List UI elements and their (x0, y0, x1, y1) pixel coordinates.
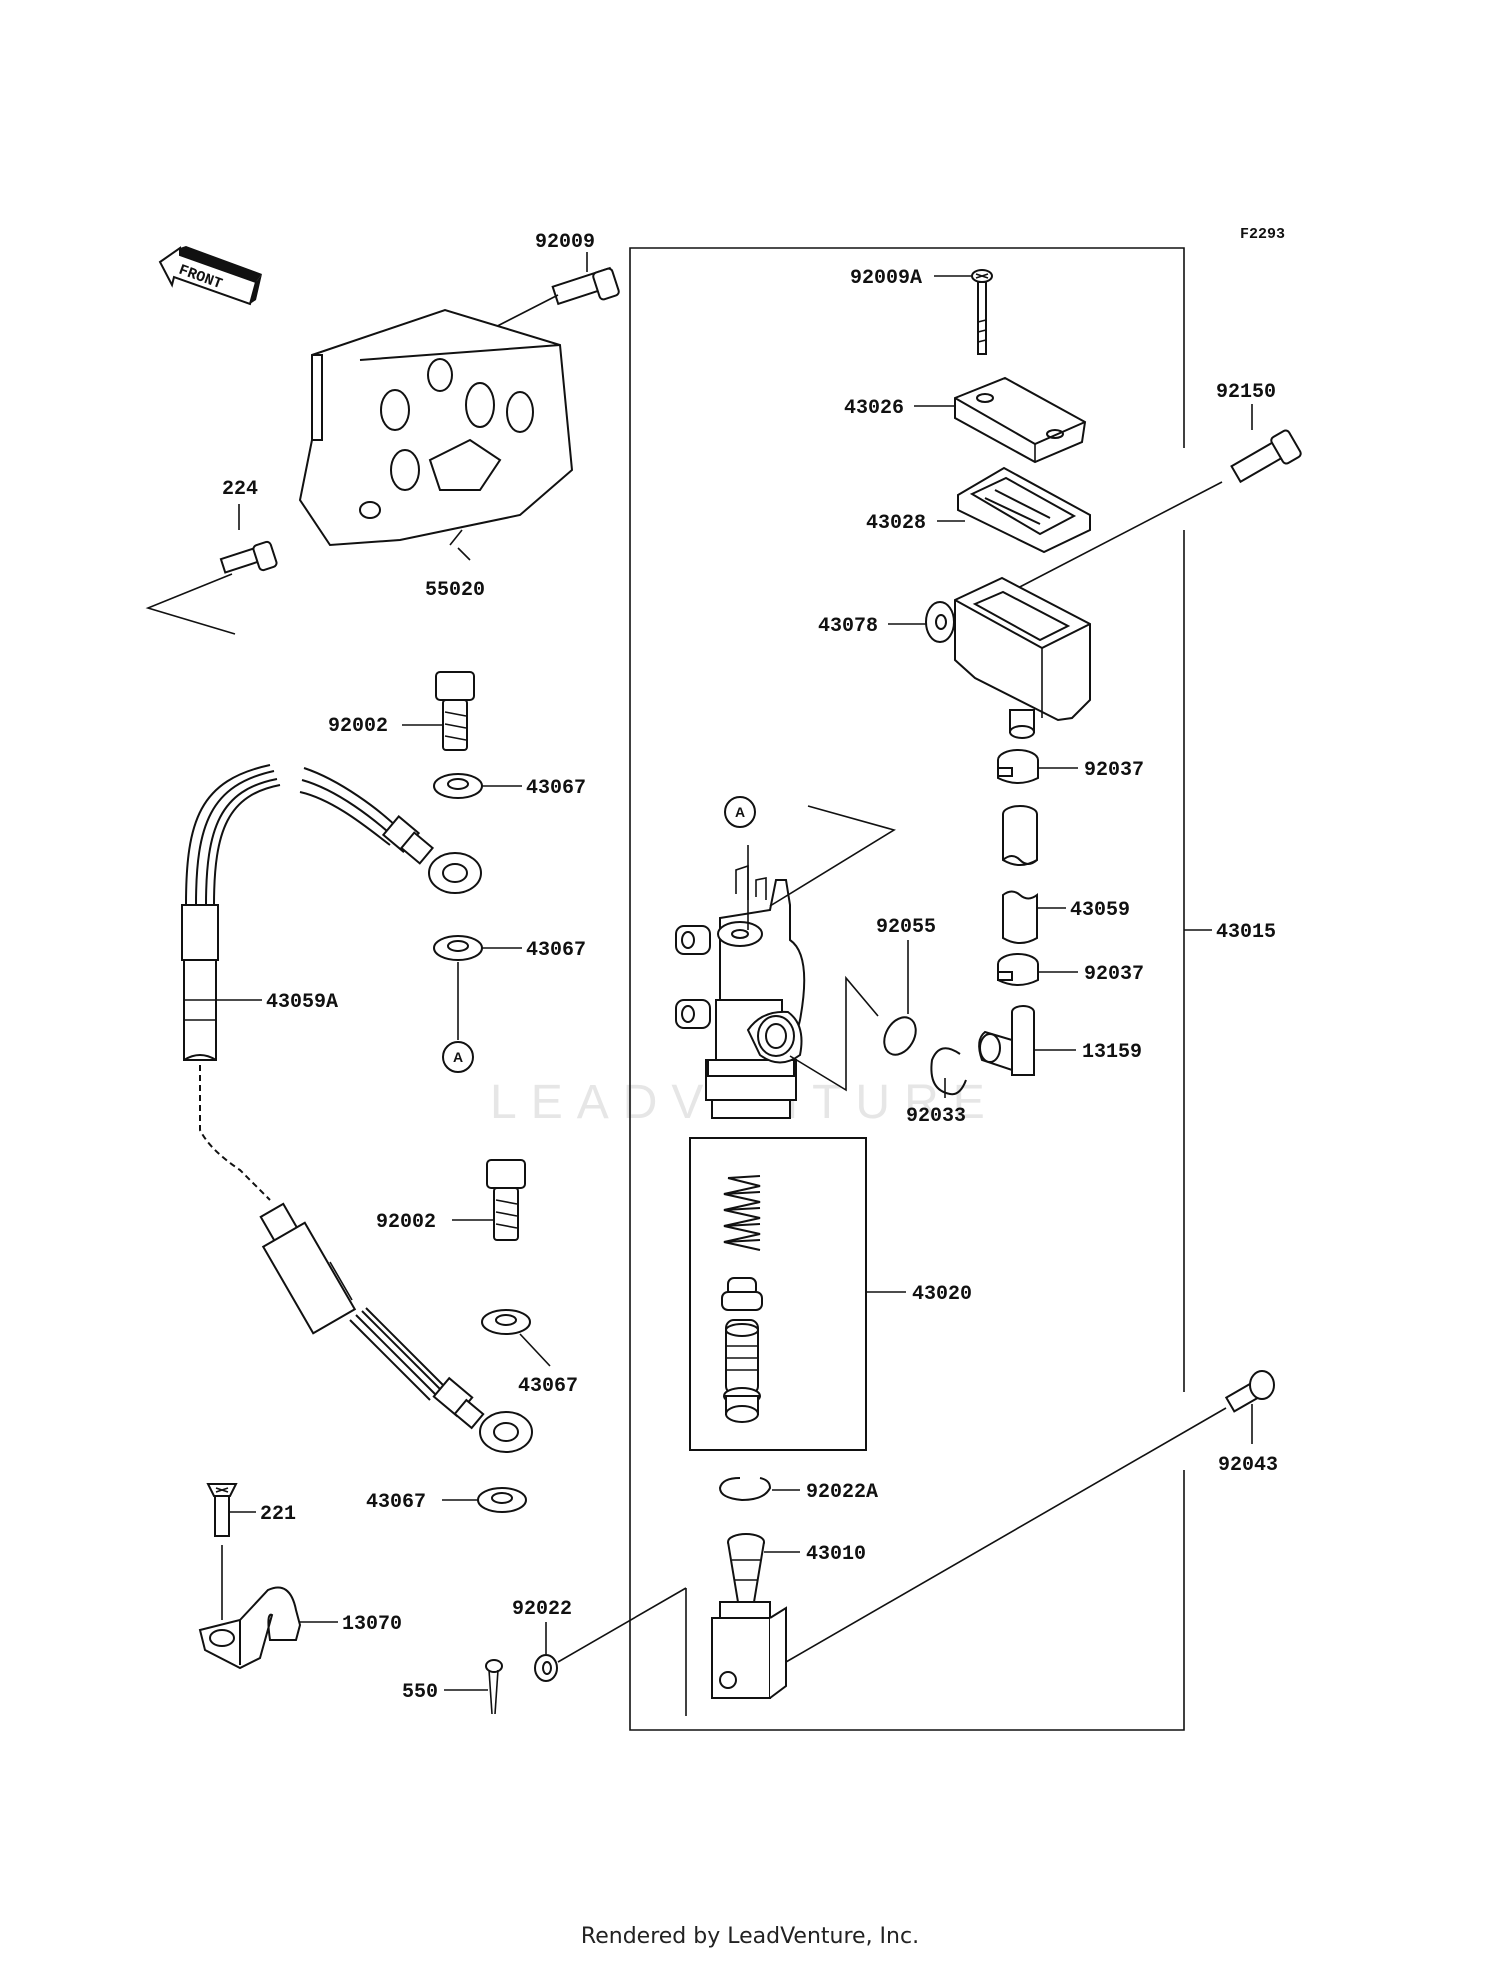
washer-92022 (534, 1587, 687, 1716)
label-43010: 43010 (806, 1543, 866, 1566)
diaphragm-43028 (937, 466, 1091, 554)
banjo-bolt-92002-top (402, 671, 475, 751)
assembly-box-43015 (629, 247, 1185, 1731)
label-92009: 92009 (535, 231, 595, 254)
piston-kit-43020 (689, 1137, 906, 1451)
reservoir-cap-43026 (914, 376, 1087, 464)
label-92037-a: 92037 (1084, 759, 1144, 782)
hose-clamp-92037-a (997, 749, 1078, 784)
label-43067-d: 43067 (366, 1491, 426, 1514)
screw-92009a (934, 269, 993, 355)
cotter-pin-550 (444, 1659, 503, 1715)
label-43015: 43015 (1216, 921, 1276, 944)
label-13159: 13159 (1082, 1041, 1142, 1064)
washer-43067-b (433, 935, 522, 1040)
callout-a-label: A (453, 1049, 463, 1065)
label-43059a: 43059A (266, 991, 338, 1014)
label-43026: 43026 (844, 397, 904, 420)
front-arrow-icon: FRONT (158, 246, 262, 306)
label-224: 224 (222, 478, 258, 501)
circlip-92022a (718, 1477, 800, 1502)
chain-guard-55020 (298, 308, 574, 561)
label-43067-a: 43067 (526, 777, 586, 800)
push-rod-43010 (711, 1533, 800, 1699)
washer-43067-a (433, 773, 522, 799)
label-92022a: 92022A (806, 1481, 878, 1504)
label-43020: 43020 (912, 1283, 972, 1306)
bolt-92150 (1013, 404, 1302, 591)
brake-hose-lower (259, 1202, 533, 1453)
label-43067-b: 43067 (526, 939, 586, 962)
label-43059: 43059 (1070, 899, 1130, 922)
callout-a-label: A (735, 804, 745, 820)
label-55020: 55020 (425, 579, 485, 602)
label-92022: 92022 (512, 1598, 572, 1621)
washer-43067-c (481, 1309, 551, 1367)
figure-code: F2293 (1240, 226, 1285, 243)
screw-221 (206, 1483, 256, 1620)
footer-credit: Rendered by LeadVenture, Inc. (580, 1924, 920, 1949)
label-92055: 92055 (876, 916, 936, 939)
label-92033: 92033 (906, 1105, 966, 1128)
hose-43059 (1002, 805, 1066, 944)
label-92002-top: 92002 (328, 715, 388, 738)
label-13070: 13070 (342, 1613, 402, 1636)
label-92002-bottom: 92002 (376, 1211, 436, 1234)
pin-92043 (785, 1370, 1275, 1663)
label-43078: 43078 (818, 615, 878, 638)
brake-hose-43059a (181, 764, 482, 1201)
label-92043: 92043 (1218, 1454, 1278, 1477)
callout-a-left: A (442, 1041, 474, 1073)
label-43067-c: 43067 (518, 1375, 578, 1398)
label-550: 550 (402, 1681, 438, 1704)
elbow-fitting-13159 (978, 1005, 1076, 1076)
o-ring-92055 (883, 940, 917, 1056)
reservoir-43078 (888, 576, 1091, 739)
circlip-92033 (930, 1047, 967, 1098)
washer-43067-d (442, 1487, 527, 1513)
bolt-92009 (469, 252, 620, 341)
label-221: 221 (260, 1503, 296, 1526)
label-92150: 92150 (1216, 381, 1276, 404)
hose-clamp-92037-b (997, 953, 1078, 986)
bolt-224 (145, 504, 278, 635)
label-43028: 43028 (866, 512, 926, 535)
label-92037-b: 92037 (1084, 963, 1144, 986)
banjo-bolt-92002-bottom (452, 1159, 526, 1241)
master-cylinder-body (675, 805, 896, 1119)
callout-a-right: A (724, 796, 756, 828)
clamp-13070 (198, 1586, 338, 1670)
label-92009a: 92009A (850, 267, 922, 290)
